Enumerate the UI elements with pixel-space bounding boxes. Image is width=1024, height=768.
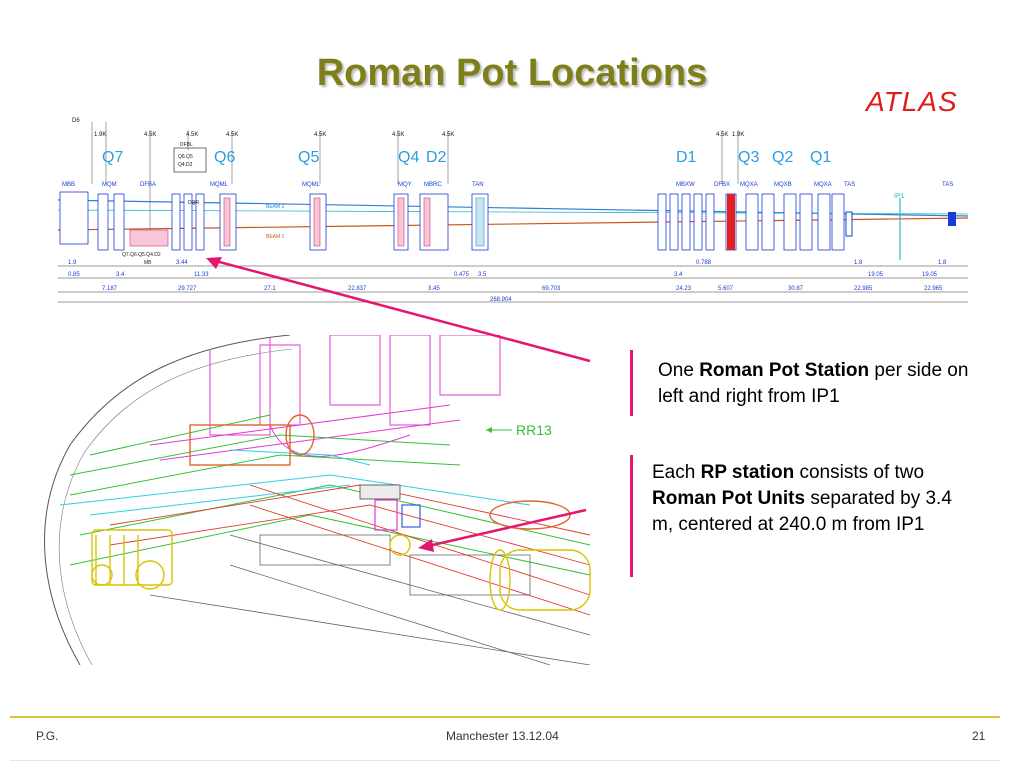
dim-value: 19.05 [868,272,884,278]
dim-value: 19.05 [922,272,938,278]
component-label: MQML [302,182,321,188]
dim-value: 29.727 [178,286,197,292]
slide-title: Roman Pot Locations [316,52,708,94]
magnet-label: Q5 [298,149,319,166]
component-label: MQM [102,182,117,188]
note-roman-pot-station: One Roman Pot Station per side on left a… [658,360,969,407]
dim-value: 3.4 [674,272,683,278]
label-temp: 4.5K [716,132,728,138]
footer-page-number: 21 [972,729,986,743]
label-temp: 4.5K [144,132,156,138]
component-label: MQXA [740,182,758,188]
label-temp: 4.5K [186,132,198,138]
dfbx-highlight [727,194,735,250]
dim-total: 268.904 [490,297,512,303]
component-label: MBXW [676,182,695,188]
footer-divider [10,716,1000,718]
label-temp: 4.5K [442,132,454,138]
dim-value: 0.85 [68,272,80,278]
note-bar-1 [630,350,633,416]
label-d6: D6 [72,118,80,124]
note-bar-2 [630,455,633,577]
dim-value: 24.23 [676,286,692,292]
magnet-label: Q2 [772,149,793,166]
atlas-logo: ATLAS [866,86,958,117]
dim-value: 1.9 [68,260,77,266]
dim-value: 7.187 [102,286,118,292]
component-label: MQY [398,182,412,188]
dim-value: 3.45 [428,286,440,292]
dim-value: 3.5 [478,272,487,278]
dim-value: 1.8 [854,260,863,266]
label-temp: 1.9K [94,132,106,138]
component-label: TAN [472,182,484,188]
component-label: MBB [62,182,75,188]
label-beam1: BEAM 1 [266,234,285,240]
label-temp: 4.5K [392,132,404,138]
tunnel-wall [44,335,291,665]
component-label: MQML [210,182,229,188]
component-label: MQXB [774,182,792,188]
magnet-label: Q1 [810,149,831,166]
dim-value: 0.475 [454,272,470,278]
label-temp: 1.9K [732,132,744,138]
dim-value: 3.4 [116,272,125,278]
magnet-label: Q7 [102,149,123,166]
dim-value: 5.607 [718,286,734,292]
component-label: DFBX [714,182,730,188]
dim-value: 3.44 [176,260,188,266]
component-label: DFBA [140,182,156,188]
dfbl-box [173,147,207,173]
beamline-schematic: D6 1.9K 4.5K 4.5K 4.5K 4.5K 4.5K 4.5K 4.… [58,118,969,303]
dim-value: 22.965 [924,286,943,292]
beam-line-1 [58,217,969,231]
label-mb: MB [144,260,152,266]
dim-value: 22.985 [854,286,873,292]
label-temp: 4.5K [314,132,326,138]
dim-value: 0.788 [696,260,712,266]
dfbl-sub: Q6.Q5 [178,154,193,160]
magnet-label: D1 [676,149,697,166]
dim-value: 11.33 [194,272,209,278]
label-beam2: BEAM 2 [266,204,285,210]
component-label: MBRC [424,182,442,188]
dim-value: 22.837 [348,286,367,292]
label-chain: Q7.Q6.Q5.Q4.D2 [122,252,161,258]
rr13-label: RR13 [516,422,552,438]
footer-bottom-line [10,760,1000,761]
component-label: MQXA [814,182,832,188]
beam-axis [58,209,969,215]
component-label: TAS [942,182,953,188]
label-ip1: IP1 [894,193,905,200]
component-label: TAS [844,182,855,188]
dfbl-label: DFBL [180,142,193,148]
tunnel-drawing: RR13 [44,335,591,665]
magnet-label: Q6 [214,149,235,166]
dim-value: 30.87 [788,286,804,292]
note-rp-units: Each RP station consists of two Roman Po… [652,462,952,535]
footer-author: P.G. [36,729,59,743]
dqr-box [129,229,169,247]
dim-value: 1.8 [938,260,947,266]
magnet-label: Q4 [398,149,419,166]
dfbl-sub: Q4.D2 [178,162,193,168]
dim-value: 69.703 [542,286,561,292]
dim-value: 27.1 [264,286,276,292]
magnet-label: D2 [426,149,447,166]
label-temp: 4.5K [226,132,238,138]
magnet-label: Q3 [738,149,759,166]
footer-event: Manchester 13.12.04 [446,729,559,743]
label-dqr: DQR [188,200,200,206]
